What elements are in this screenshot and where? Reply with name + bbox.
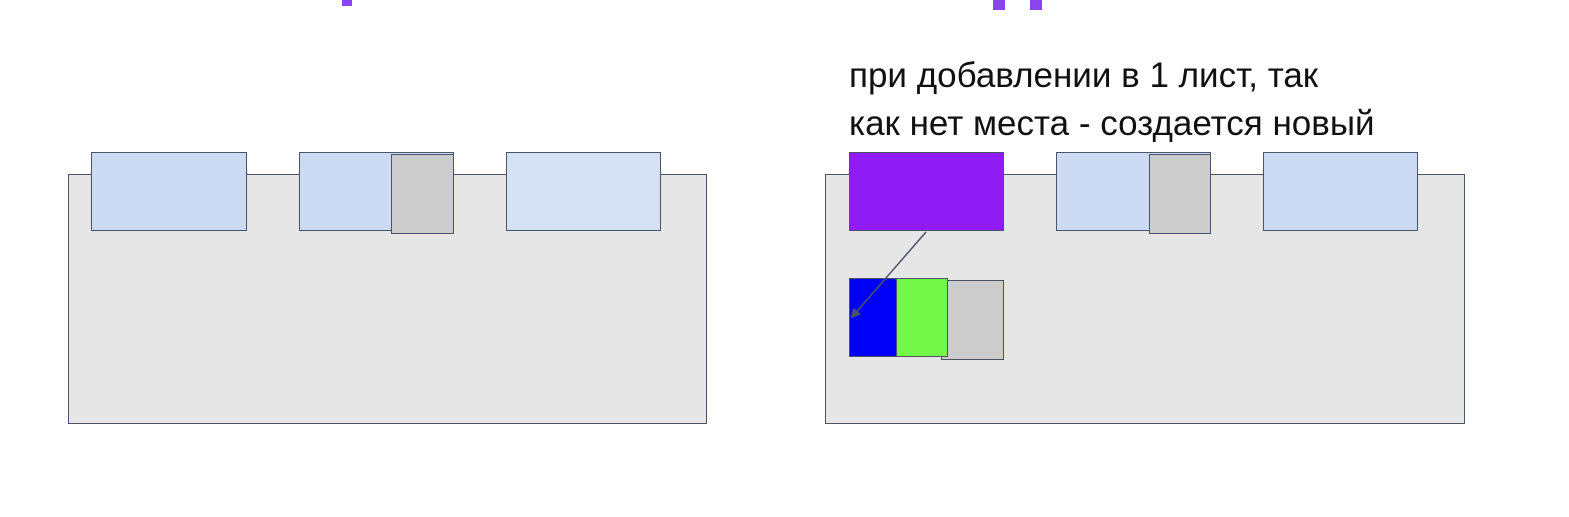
right-page-2-overflow-block (1149, 154, 1211, 234)
right-child-gray-block (941, 280, 1004, 360)
heading-fragment-right-a (993, 0, 1005, 10)
heading-fragment-left (342, 0, 352, 6)
heading-fragment-right-b (1030, 0, 1042, 10)
right-child-blue-block (849, 278, 897, 357)
left-page-3 (506, 152, 661, 231)
annotation-text: при добавлении в 1 лист, так как нет мес… (849, 56, 1375, 143)
right-page-3 (1263, 152, 1418, 231)
right-child-green-block (896, 278, 948, 357)
left-page-1 (91, 152, 247, 231)
right-new-page (849, 152, 1004, 231)
left-page-2-overflow-block (391, 154, 454, 234)
